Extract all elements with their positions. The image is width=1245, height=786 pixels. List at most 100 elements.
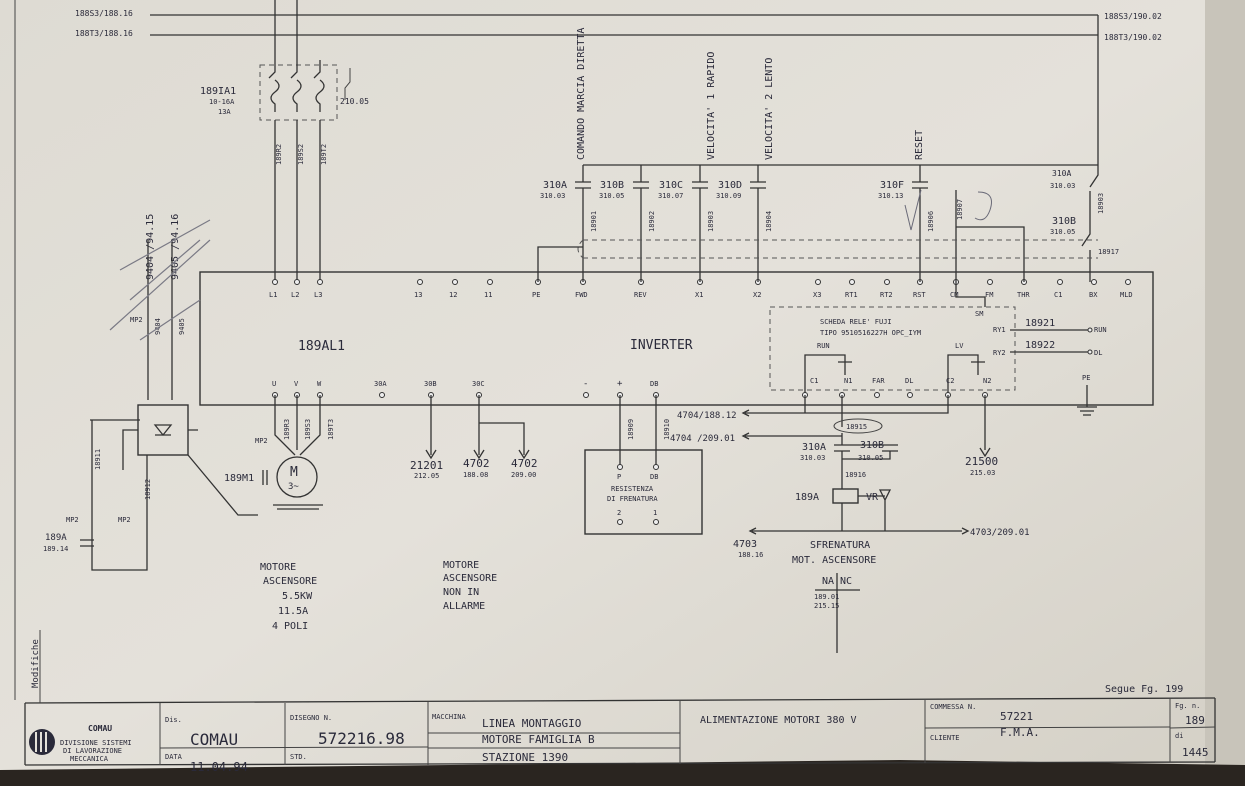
left-mp-label: MP2 [130, 316, 143, 324]
relay-card-title: SCHEDA RELE' FUJI [820, 318, 892, 326]
brake-wire-4703a-ref: 188.16 [738, 551, 763, 559]
command-contacts: COMANDO MARCIA DIRETTA VELOCITA' 1 RAPID… [537, 15, 1119, 282]
inverter-block: 189AL1 INVERTER [199, 271, 1154, 406]
terminal-V: V [294, 380, 299, 388]
terminal-C1: C1 [1054, 291, 1062, 299]
macchina-2: MOTORE FAMIGLIA B [482, 733, 595, 746]
motor-wire-189R3: 189R3 [283, 419, 291, 440]
terminal-RT2: RT2 [880, 291, 893, 299]
breaker-189IA1: 189IA1 10-16A 13A 210.05 189R2 189S2 189… [200, 60, 369, 280]
terminal-DB: DB [650, 380, 658, 388]
relay-out-18921: 18921 [1025, 318, 1055, 329]
terminal-plus: + [617, 379, 623, 389]
data-value: 11.04.94 [190, 760, 248, 774]
terminal-L3: L3 [314, 291, 322, 299]
di-label: di [1175, 732, 1183, 740]
alarm-label-2: ASCENSORE [443, 573, 497, 584]
contact-310A-id: 310A [543, 180, 567, 191]
title-block: Segue Fg. 199 Modifiche COMAU DIVISIONE … [14, 0, 1216, 774]
resistor-p: P [617, 473, 621, 481]
resistor-wire-18909: 18909 [627, 419, 635, 440]
brake-coil-189A: 189A [795, 492, 819, 503]
contact-310B-id: 310B [600, 180, 624, 191]
motor-wire-189S3: 189S3 [304, 419, 312, 440]
contact-310F-wire: 18906 [927, 211, 935, 232]
relay-pe: PE [1082, 374, 1090, 382]
terminal-L1: L1 [269, 291, 277, 299]
macchina-label: MACCHINA [432, 713, 467, 721]
bus-label-left-top: 188S3/188.16 [75, 9, 133, 18]
division-1: DIVISIONE SISTEMI [60, 739, 132, 747]
drawing-title: ALIMENTAZIONE MOTORI 380 V [700, 715, 857, 726]
fg-label: Fg. n. [1175, 702, 1200, 710]
brake-contact-310A: 310A [802, 442, 826, 453]
terminal-30C: 30C [472, 380, 485, 388]
relay-card: SCHEDA RELE' FUJI TIPO 9510516227H OPC_I… [769, 282, 1107, 416]
left-wire-9404: 9404 [154, 318, 162, 335]
alarm-outputs: 21201 212.05 4702 188.08 4702 209.00 MOT… [410, 395, 538, 612]
contact-310B-ref: 310.05 [599, 192, 624, 200]
right-wire-18903: 18903 [1097, 193, 1105, 214]
terminal-30A: 30A [374, 380, 387, 388]
relay-term-N1: N1 [844, 377, 852, 385]
motor-label-4: 11.5A [278, 606, 308, 617]
left-wire-9404-label: 9404 /94.15 [145, 214, 156, 280]
brake-wire-4704a: 4704/188.12 [677, 411, 737, 421]
wire-189S2: 189S2 [297, 144, 305, 165]
relay-card-run: RUN [817, 342, 830, 350]
disegno-value: 572216.98 [318, 729, 405, 748]
cliente-label: CLIENTE [930, 734, 960, 742]
brake-ref-21500-page: 215.03 [970, 469, 995, 477]
paper-edge [1205, 0, 1245, 786]
relay-out-run: RUN [1094, 326, 1107, 334]
contact-310D-ref: 310.09 [716, 192, 741, 200]
terminal-RT1: RT1 [845, 291, 858, 299]
terminal-11: 11 [484, 291, 492, 299]
alarm-ref-4702b: 4702 [511, 457, 538, 470]
data-label: DATA [165, 753, 183, 761]
std-label: STD. [290, 753, 307, 761]
terminal-U: U [272, 380, 276, 388]
terminal-THR: THR [1017, 291, 1030, 299]
right-wire-18917: 18917 [1098, 248, 1119, 256]
table-shadow [0, 760, 1245, 786]
inverter-id: 189AL1 [298, 339, 345, 354]
left-mp-label-2: MP2 [66, 516, 79, 524]
brake-wire-18916: 18916 [845, 471, 866, 479]
relay-term-C1: C1 [810, 377, 818, 385]
contact-310C-id: 310C [659, 180, 683, 191]
breaker-setting: 13A [218, 108, 231, 116]
brake-nc-ref: 215.15 [814, 602, 839, 610]
resistor-n2: 2 [617, 509, 621, 517]
motor-label-3: 5.5KW [282, 591, 313, 602]
alarm-label-4: ALLARME [443, 601, 485, 612]
contact-310C-ref: 310.07 [658, 192, 683, 200]
brake-contact-310B-ref: 310.05 [858, 454, 883, 462]
brake-contact-310B: 310B [860, 440, 884, 451]
contact-310A-wire: 18901 [590, 211, 598, 232]
terminal-FM: FM [985, 291, 993, 299]
terminal-X3: X3 [813, 291, 821, 299]
cliente-value: F.M.A. [1000, 726, 1040, 739]
terminal-13: 13 [414, 291, 422, 299]
alarm-ref-4702a-page: 188.08 [463, 471, 488, 479]
brake-na-ref: 189.01 [814, 593, 839, 601]
left-wire-9405-label: 9405 /94.16 [170, 214, 181, 280]
brake-na: NA [822, 576, 834, 587]
contact-310C-wire: 18903 [707, 211, 715, 232]
commessa-label: COMMESSA N. [930, 703, 976, 711]
bus-label-left-bot: 188T3/188.16 [75, 29, 133, 38]
segue-label: Segue Fg. 199 [1105, 684, 1183, 695]
relay-sm: SM [975, 310, 983, 318]
terminal-BX: BX [1089, 291, 1098, 299]
svg-text:M: M [290, 465, 298, 480]
left-rectifier-circuit: 9404 /94.15 9405 /94.16 9404 9405 MP2 18… [43, 214, 258, 571]
left-mp-label-3: MP2 [118, 516, 131, 524]
motor-label-5: 4 POLI [272, 621, 308, 632]
relay-out-dl: DL [1094, 349, 1102, 357]
brake-nc: NC [840, 576, 852, 587]
terminal-X1: X1 [695, 291, 703, 299]
alarm-ref-4702a: 4702 [463, 457, 490, 470]
dis-value: COMAU [190, 730, 238, 749]
